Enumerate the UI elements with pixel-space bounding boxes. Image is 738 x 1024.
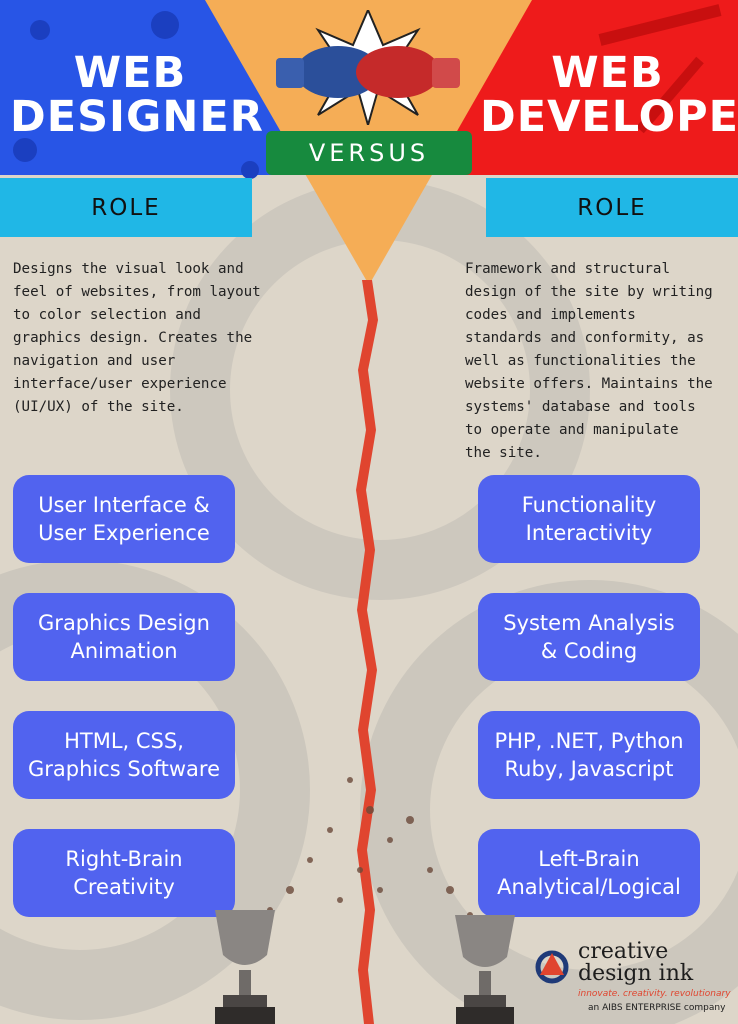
pill-line: Left-Brain [538, 847, 640, 871]
pill-line: User Experience [38, 521, 210, 545]
designer-skill-pill: Right-Brain Creativity [13, 829, 235, 917]
pill-line: System Analysis [503, 611, 675, 635]
designer-panel [0, 0, 290, 175]
developer-skill-pill: PHP, .NET, Python Ruby, Javascript [478, 711, 700, 799]
developer-description: Framework and structural design of the s… [465, 258, 733, 465]
designer-role-label: ROLE [91, 194, 161, 221]
developer-title-line2: DEVELOPER [480, 91, 738, 142]
description-line: feel of websites, from layout [13, 284, 261, 300]
versus-badge: VERSUS [266, 131, 472, 175]
boxing-gloves-icon [276, 10, 460, 125]
logo-sub: an AIBS ENTERPRISE company [588, 1003, 726, 1013]
pill-line: Graphics Design [38, 611, 210, 635]
developer-skill-pill: Functionality Interactivity [478, 475, 700, 563]
description-line: to color selection and [13, 307, 201, 323]
developer-panel [456, 0, 738, 175]
trophy-icon [455, 915, 515, 1024]
developer-role-label: ROLE [577, 194, 647, 221]
description-line: standards and conformity, as [465, 330, 705, 346]
description-line: website offers. Maintains the [465, 376, 713, 392]
logo-tagline: innovate. creativity. revolutionary [578, 989, 731, 999]
pill-line: Functionality [521, 493, 657, 517]
description-line: interface/user experience [13, 376, 227, 392]
developer-role-header: ROLE [486, 178, 738, 237]
pill-line: User Interface & [38, 493, 210, 517]
pill-line: PHP, .NET, Python [494, 729, 684, 753]
description-line: Framework and structural [465, 261, 670, 277]
pill-line: Animation [70, 639, 178, 663]
pill-line: Right-Brain [65, 847, 183, 871]
company-logo: creative design ink innovate. creativity… [530, 935, 735, 1020]
description-line: (UI/UX) of the site. [13, 399, 184, 415]
pill-line: Analytical/Logical [497, 875, 681, 899]
designer-skill-pill: HTML, CSS, Graphics Software [13, 711, 235, 799]
pill-line: HTML, CSS, [64, 729, 184, 753]
designer-title-line1: WEB [73, 48, 187, 98]
logo-line2: design ink [578, 961, 694, 986]
logo-mark-icon [535, 950, 569, 984]
designer-title-line2: DESIGNER [10, 91, 264, 142]
star-burst-icon [267, 777, 473, 918]
designer-role-header: ROLE [0, 178, 252, 237]
pill-line: & Coding [540, 639, 638, 663]
designer-description: Designs the visual look and feel of webs… [13, 258, 273, 419]
designer-skill-pill: Graphics Design Animation [13, 593, 235, 681]
trophy-icon [215, 910, 275, 1024]
description-line: codes and implements [465, 307, 636, 323]
developer-title-line1: WEB [551, 48, 664, 98]
designer-skill-pill: User Interface & User Experience [13, 475, 235, 563]
description-line: design of the site by writing [465, 284, 713, 300]
versus-label: VERSUS [308, 139, 430, 167]
designer-title: WEB DESIGNER [10, 48, 264, 142]
pill-line: Creativity [73, 875, 175, 899]
pill-line: Interactivity [525, 521, 653, 545]
developer-title: WEB DEVELOPER [480, 48, 738, 142]
developer-skill-pill: System Analysis & Coding [478, 593, 700, 681]
description-line: the site. [465, 445, 542, 461]
description-line: graphics design. Creates the [13, 330, 253, 346]
description-line: Designs the visual look and [13, 261, 244, 277]
center-divider [356, 280, 378, 1024]
description-line: well as functionalities the [465, 353, 696, 369]
description-line: to operate and manipulate [465, 422, 679, 438]
logo-line1: creative [578, 939, 669, 964]
developer-skill-pill: Left-Brain Analytical/Logical [478, 829, 700, 917]
pill-line: Ruby, Javascript [504, 757, 674, 781]
description-line: systems' database and tools [465, 399, 696, 415]
description-line: navigation and user [13, 353, 176, 369]
pill-line: Graphics Software [28, 757, 220, 781]
